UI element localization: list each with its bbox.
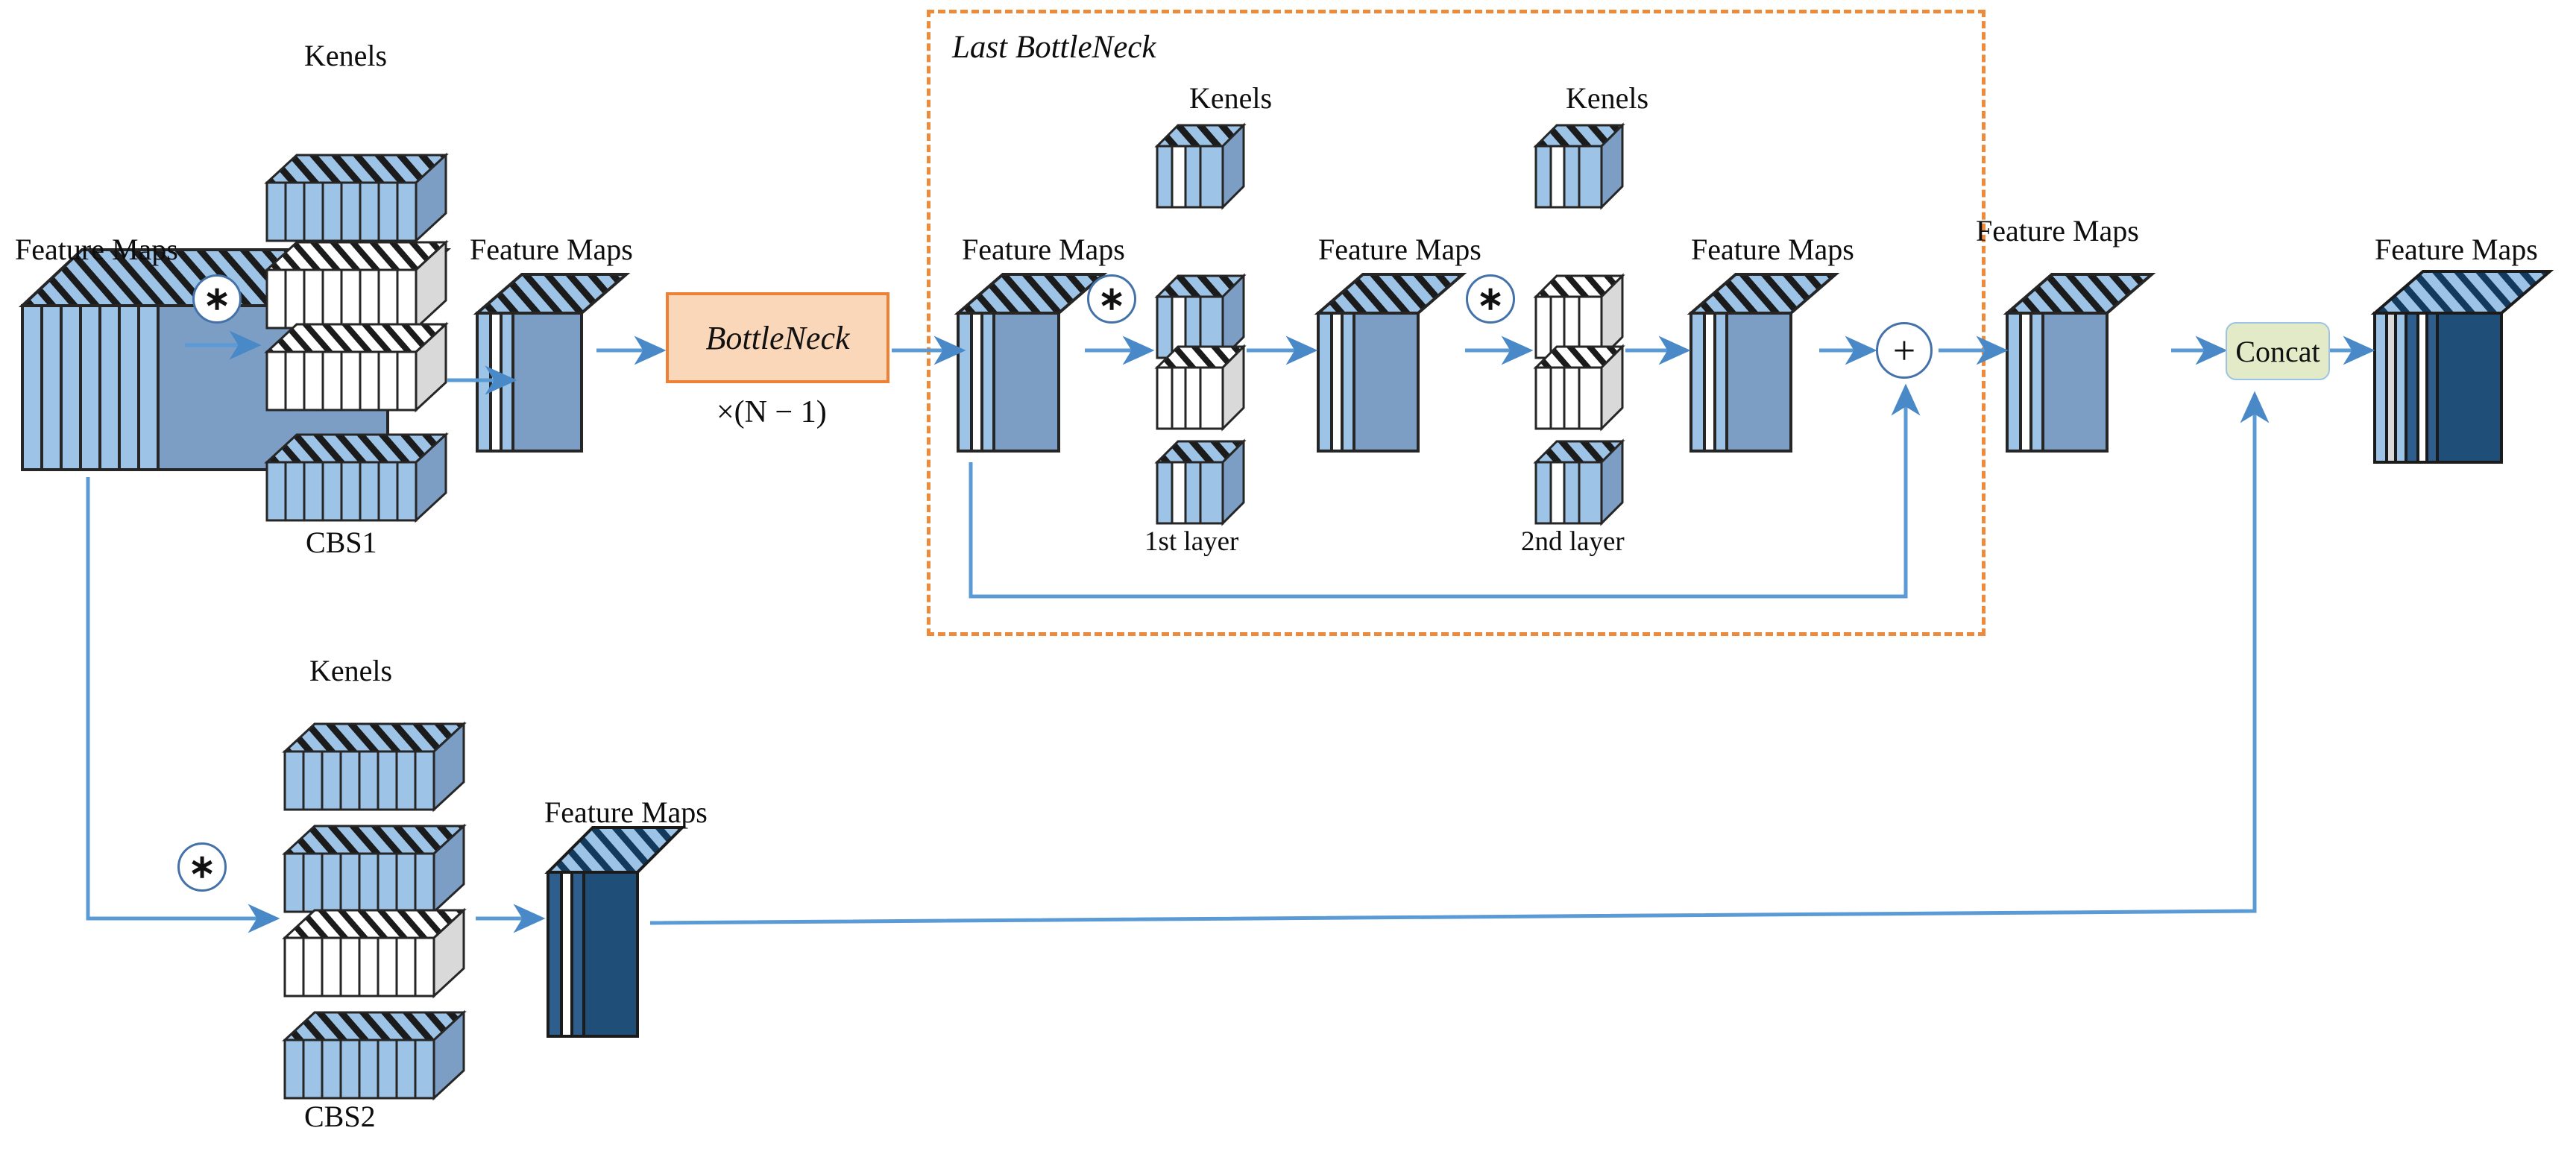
kernels-2nd-caption: Kenels — [1566, 81, 1649, 115]
conv-op-2nd-glyph: ∗ — [1476, 280, 1505, 317]
add-op-glyph: + — [1892, 328, 1916, 373]
fm-bn-mid-caption: Feature Maps — [1318, 233, 1481, 266]
fm-after-add-slab — [2003, 273, 2156, 453]
concat-block[interactable]: Concat — [2226, 322, 2330, 380]
kernels-cbs1-caption: Kenels — [304, 39, 388, 72]
kernels-cbs1-box-1 — [264, 152, 449, 244]
last-bottleneck-group — [927, 10, 1985, 636]
add-op-icon: + — [1876, 322, 1933, 379]
bottleneck-repeat-label: ×(N − 1) — [717, 395, 827, 429]
bottleneck-label: BottleNeck — [705, 319, 850, 356]
fm-input-caption: Feature Maps — [15, 233, 178, 266]
fm-output-caption: Feature Maps — [2375, 233, 2538, 266]
last-bottleneck-label: Last BottleNeck — [952, 30, 1156, 65]
fm-after-cbs1-slab — [473, 273, 631, 453]
kernels-cbs2-box-1 — [282, 721, 467, 813]
fm-cbs2-out-slab — [544, 826, 686, 1038]
kernels-cbs2-box-2 — [282, 823, 467, 915]
kernels-cbs1-box-3 — [264, 321, 449, 413]
conv-op-cbs1-icon: ∗ — [192, 274, 242, 324]
second-layer-label: 2nd layer — [1521, 526, 1625, 557]
fm-after-add-caption: Feature Maps — [1976, 214, 2139, 248]
bottleneck-block[interactable]: BottleNeck — [666, 292, 889, 383]
fm-bn-out-caption: Feature Maps — [1691, 233, 1854, 266]
conv-op-1st-glyph: ∗ — [1098, 280, 1126, 317]
kernels-cbs1-box-4 — [264, 432, 449, 523]
kernels-cbs2-box-3 — [282, 907, 467, 999]
conv-op-cbs2-icon: ∗ — [177, 842, 227, 892]
conv-op-1st-icon: ∗ — [1087, 274, 1136, 324]
concat-label: Concat — [2235, 334, 2320, 368]
fm-output-slab — [2370, 270, 2554, 464]
first-layer-label: 1st layer — [1144, 526, 1239, 557]
kernels-cbs2-caption: Kenels — [309, 654, 393, 687]
kernels-cbs2-box-4 — [282, 1009, 467, 1101]
fm-cbs2-out-caption: Feature Maps — [544, 795, 708, 829]
kernels-1st-caption: Kenels — [1189, 81, 1273, 115]
conv-op-2nd-icon: ∗ — [1466, 274, 1515, 324]
kernels-cbs1-box-2 — [264, 239, 449, 331]
conv-op-cbs1-glyph: ∗ — [203, 280, 231, 317]
fm-after-cbs1-caption: Feature Maps — [470, 233, 633, 266]
cbs2-label: CBS2 — [304, 1100, 376, 1133]
conv-op-cbs2-glyph: ∗ — [188, 848, 216, 885]
cbs1-label: CBS1 — [306, 526, 377, 559]
fm-bn-in-caption: Feature Maps — [962, 233, 1125, 266]
